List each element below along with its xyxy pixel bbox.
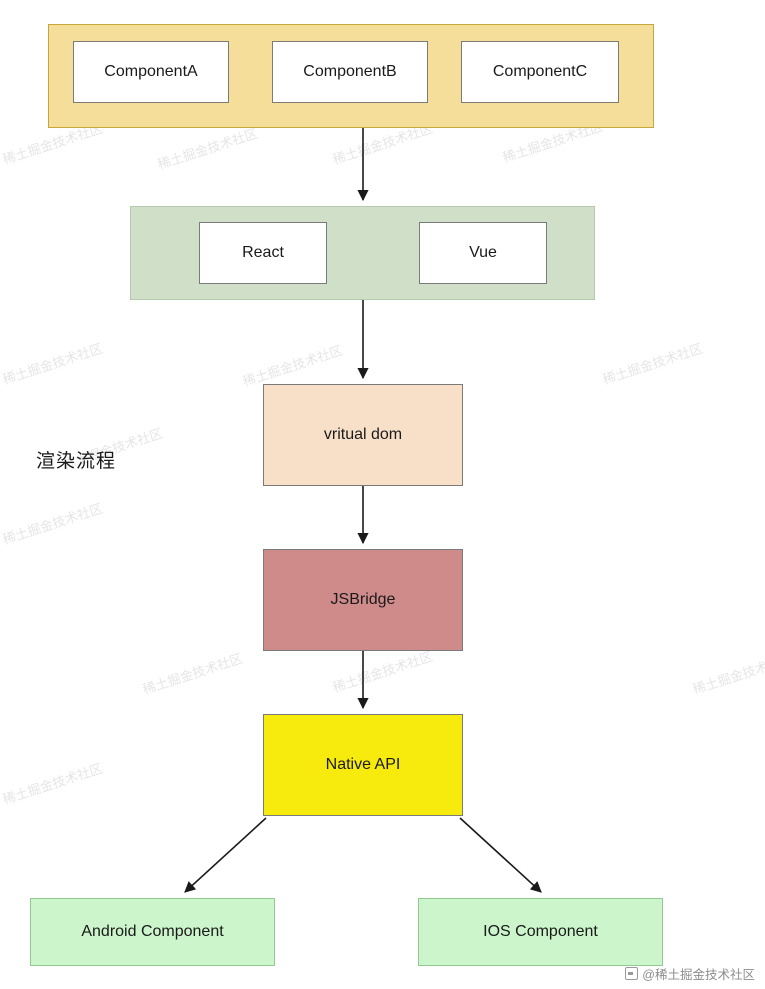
node-label: React	[242, 244, 284, 262]
node-label: IOS Component	[483, 923, 598, 941]
node-component-a[interactable]: ComponentA	[73, 41, 229, 103]
node-jsbridge[interactable]: JSBridge	[263, 549, 463, 651]
node-label: ComponentA	[104, 63, 198, 81]
node-label: ComponentB	[303, 63, 397, 81]
node-android-component[interactable]: Android Component	[30, 898, 275, 966]
node-native-api[interactable]: Native API	[263, 714, 463, 816]
footer-credit: @稀土掘金技术社区	[625, 964, 755, 983]
node-virtual-dom[interactable]: vritual dom	[263, 384, 463, 486]
node-ios-component[interactable]: IOS Component	[418, 898, 663, 966]
node-label: Android Component	[81, 923, 224, 941]
diagram-title: 渲染流程	[36, 451, 117, 472]
node-component-c[interactable]: ComponentC	[461, 41, 619, 103]
edge-nativeapi-to-ios	[459, 817, 542, 893]
node-label: vritual dom	[323, 426, 403, 444]
node-component-b[interactable]: ComponentB	[272, 41, 428, 103]
node-label: ComponentC	[492, 63, 588, 81]
node-label: Vue	[469, 244, 497, 262]
node-vue[interactable]: Vue	[419, 222, 547, 284]
node-label: Native API	[325, 756, 401, 774]
node-react[interactable]: React	[199, 222, 327, 284]
footer-credit-text: @稀土掘金技术社区	[642, 968, 755, 982]
edge-nativeapi-to-android	[184, 817, 267, 893]
node-label: JSBridge	[330, 591, 396, 609]
juejin-logo-icon	[625, 967, 639, 980]
